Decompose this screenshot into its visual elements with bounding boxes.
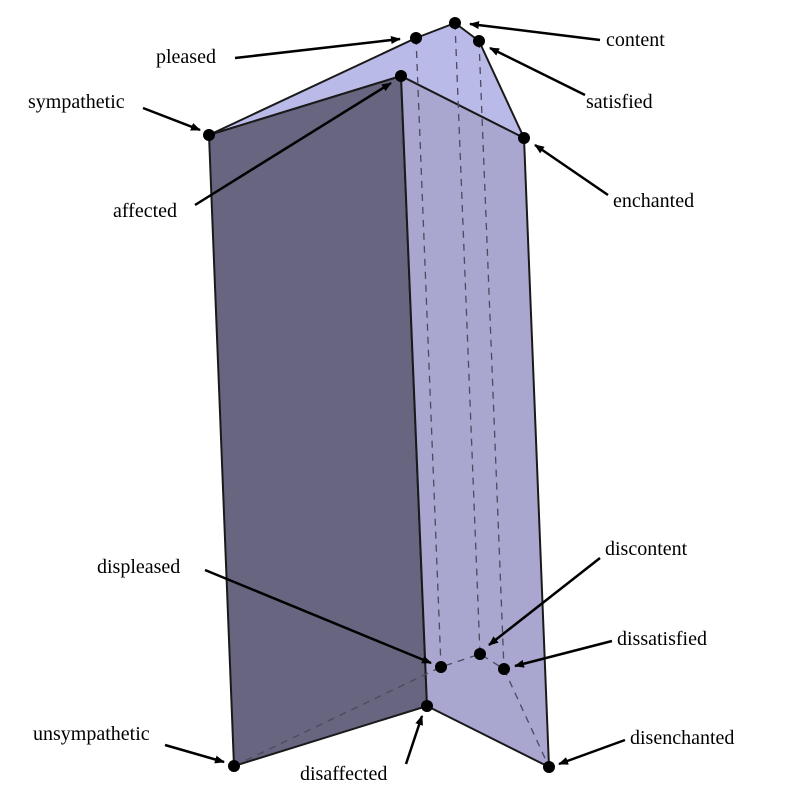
vertex-content: [449, 17, 461, 29]
label-sympathetic: sympathetic: [28, 91, 125, 113]
vertex-pleased: [410, 32, 422, 44]
label-affected: affected: [113, 200, 177, 222]
vertex-satisfied: [473, 35, 485, 47]
label-content: content: [606, 29, 665, 51]
arrow-displeased: [204, 568, 432, 665]
vertex-disaffected: [421, 700, 433, 712]
arrow-disaffected: [404, 715, 424, 765]
label-satisfied: satisfied: [586, 91, 653, 113]
label-displeased: displeased: [97, 556, 180, 578]
arrow-enchanted: [534, 143, 609, 197]
vertex-displeased: [435, 661, 447, 673]
arrow-affected: [194, 81, 392, 207]
vertex-disenchanted: [543, 761, 555, 773]
hidden-edge: [478, 40, 505, 670]
arrow-dissatisfied: [514, 639, 613, 668]
label-enchanted: enchanted: [613, 190, 694, 212]
arrow-satisfied: [489, 46, 586, 97]
vertex-discontent: [474, 648, 486, 660]
arrow-disenchanted: [558, 738, 626, 766]
arrow-discontent: [488, 557, 601, 646]
vertex-unsympathetic: [228, 760, 240, 772]
vertex-dissatisfied: [498, 663, 510, 675]
arrow-unsympathetic: [164, 743, 225, 764]
label-discontent: discontent: [605, 538, 688, 560]
arrow-sympathetic: [142, 106, 201, 132]
vertex-sympathetic: [203, 129, 215, 141]
label-disaffected: disaffected: [300, 763, 387, 785]
label-unsympathetic: unsympathetic: [33, 723, 150, 745]
label-pleased: pleased: [156, 46, 216, 68]
left-face: [208, 75, 428, 767]
label-disenchanted: disenchanted: [630, 727, 734, 749]
label-dissatisfied: dissatisfied: [617, 628, 707, 650]
hidden-edge: [454, 22, 481, 655]
hidden-edge: [415, 37, 442, 668]
vertex-affected: [395, 70, 407, 82]
arrow-pleased: [234, 36, 401, 60]
vertex-enchanted: [518, 132, 530, 144]
arrow-content: [469, 21, 601, 42]
